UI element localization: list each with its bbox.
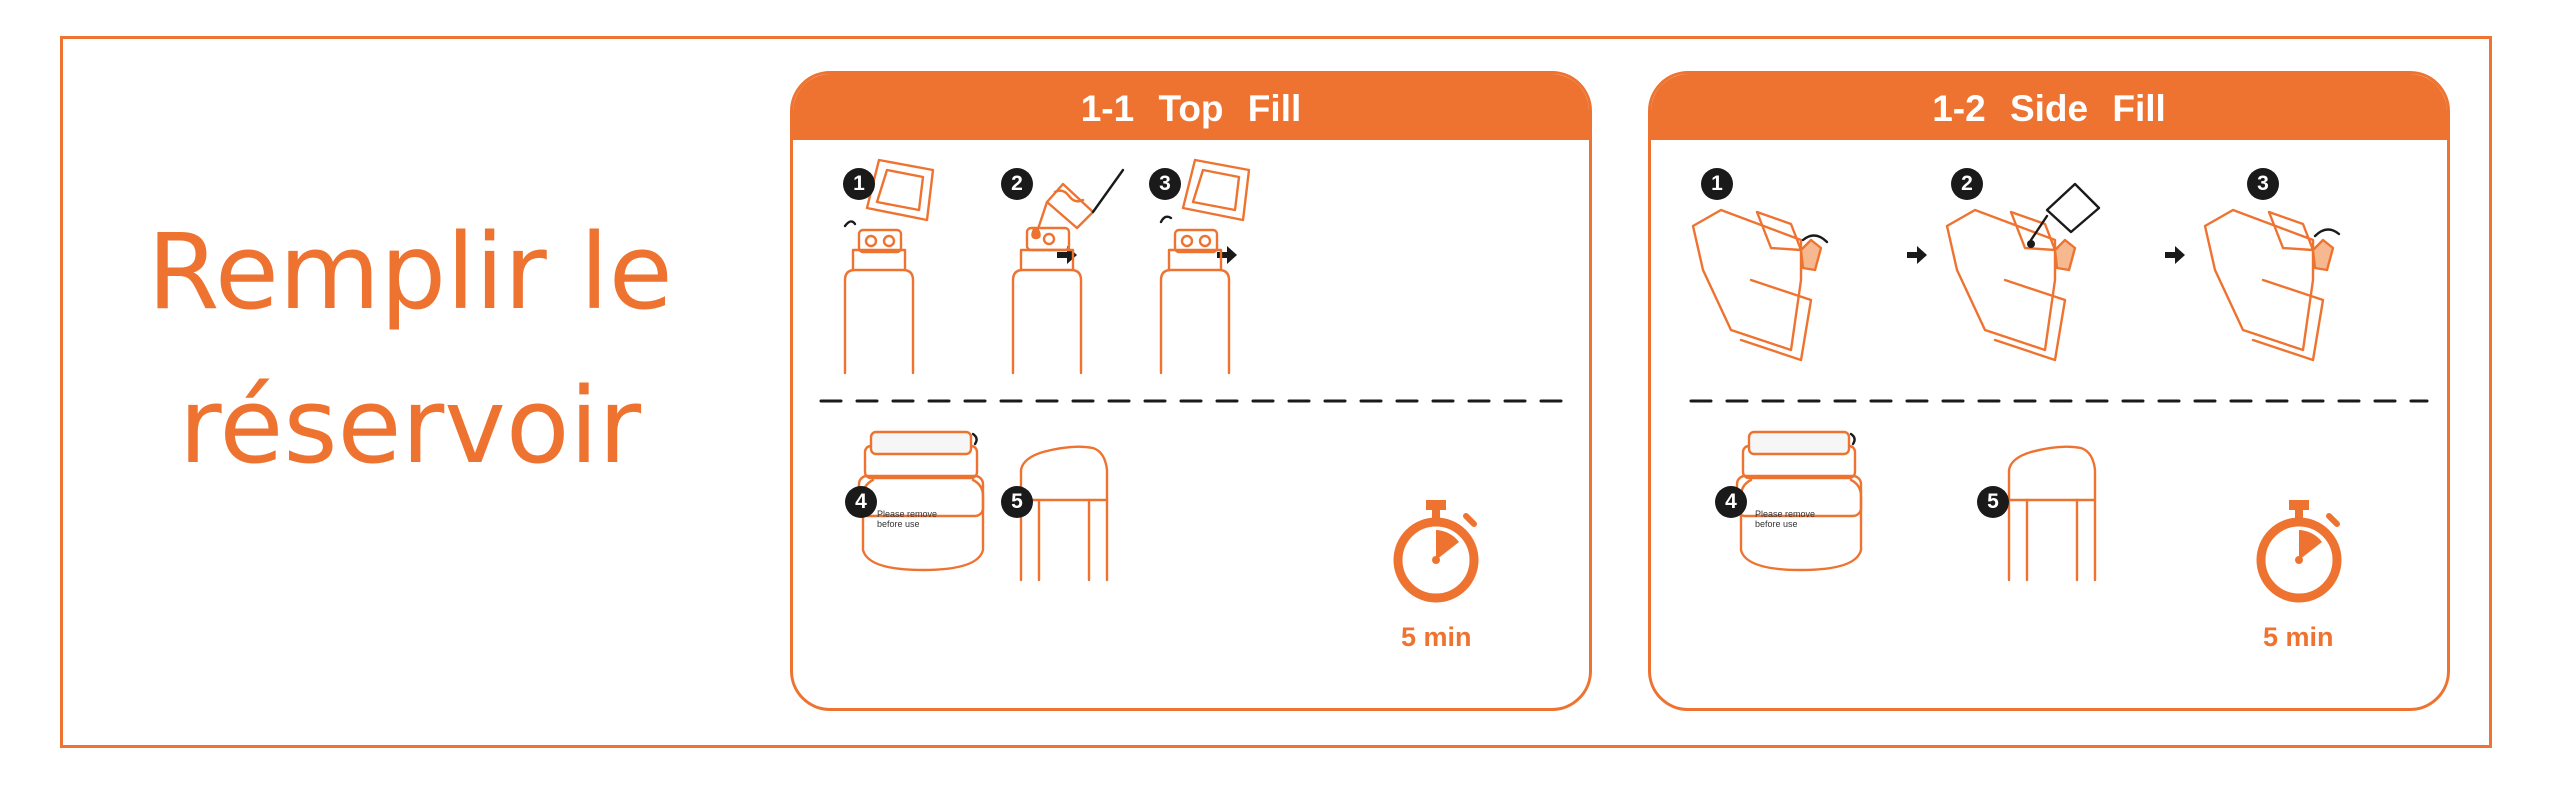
pod-side-close-illustration [2203,208,2341,362]
top-fill-illustrations [819,158,1565,582]
pod-close-illustration [1159,158,1251,375]
page-title: Remplir le réservoir [120,195,700,503]
step-badge-2: 2 [1951,168,1983,200]
step-badge-5: 5 [1001,486,1033,518]
pod-installed-illustration [1019,445,1109,582]
step-badge-3: 3 [2247,168,2279,200]
pod-side-open-illustration [1691,208,1829,362]
page-title-line-2: réservoir [178,365,642,487]
pod-open-illustration [843,158,935,375]
step-badge-5: 5 [1977,486,2009,518]
pod-side-fill-illustration [1945,182,2101,362]
step-badge-1: 1 [843,168,875,200]
pod-remove-label-illustration [1735,430,1863,572]
arrow-right-icon [2165,246,2185,264]
step-badge-4: 4 [845,486,877,518]
timer-label: 5 min [2263,622,2334,652]
side-fill-illustrations [1689,182,2429,582]
side-fill-panel: 1-2 Side Fill [1648,71,2450,711]
page-title-line-1: Remplir le [147,211,673,333]
step-badge-1: 1 [1701,168,1733,200]
pod-remove-label-illustration [857,430,985,572]
label-tag-text: Please remove before use [877,509,938,529]
label-tag-text: Please remove before use [1755,509,1816,529]
top-fill-panel: 1-1 Top Fill [790,71,1592,711]
arrow-right-icon [1217,246,1237,264]
stopwatch-icon [2256,500,2342,603]
pod-installed-illustration [2007,445,2097,582]
step-badge-2: 2 [1001,168,1033,200]
stopwatch-icon [1393,500,1479,603]
pod-top-fill-illustration [1011,168,1125,375]
step-badge-4: 4 [1715,486,1747,518]
arrow-right-icon [1907,246,1927,264]
timer-label: 5 min [1401,622,1472,652]
panel-heading: 1-2 Side Fill [1651,74,2447,140]
step-badge-3: 3 [1149,168,1181,200]
outer-frame [60,36,2492,748]
panel-heading: 1-1 Top Fill [793,74,1589,140]
